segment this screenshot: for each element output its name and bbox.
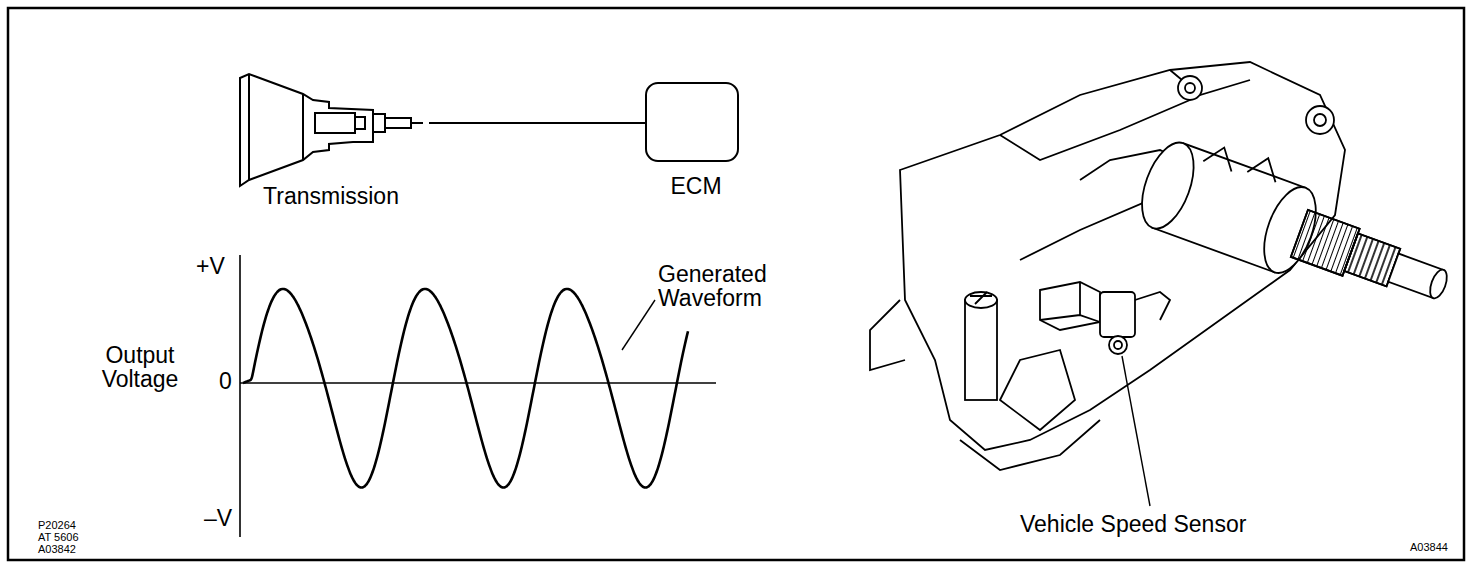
voltage-label: –V bbox=[204, 506, 232, 530]
transmission-figure: Transmission bbox=[233, 72, 429, 220]
ecm-outline bbox=[646, 83, 738, 161]
leader-line bbox=[1122, 356, 1150, 506]
output-shaft bbox=[1132, 122, 1466, 329]
figure-code: A03844 bbox=[1410, 542, 1448, 554]
zero-label: 0 bbox=[219, 369, 232, 393]
figure-code: A03842 bbox=[38, 544, 76, 556]
frame-border bbox=[8, 8, 1464, 560]
signal-wire bbox=[429, 122, 645, 124]
leader-line bbox=[622, 300, 655, 350]
node-label: Transmission bbox=[233, 184, 429, 208]
transmission-outline bbox=[240, 74, 423, 186]
node-label: ECM bbox=[645, 174, 747, 198]
part-label: Vehicle Speed Sensor bbox=[1020, 512, 1246, 536]
ecm-box: ECM bbox=[645, 82, 747, 217]
axis-title: Output Voltage bbox=[80, 343, 200, 391]
vehicle-speed-sensor bbox=[1040, 282, 1170, 354]
voltage-axis bbox=[239, 255, 241, 537]
voltage-label: +V bbox=[196, 254, 236, 278]
figure-code: AT 5606 bbox=[38, 532, 79, 544]
figure-code: P20264 bbox=[38, 520, 76, 532]
generated-waveform bbox=[243, 289, 688, 488]
zero-axis bbox=[240, 382, 716, 384]
extension-housing bbox=[870, 62, 1345, 470]
waveform-label: Generated Waveform bbox=[658, 262, 788, 310]
